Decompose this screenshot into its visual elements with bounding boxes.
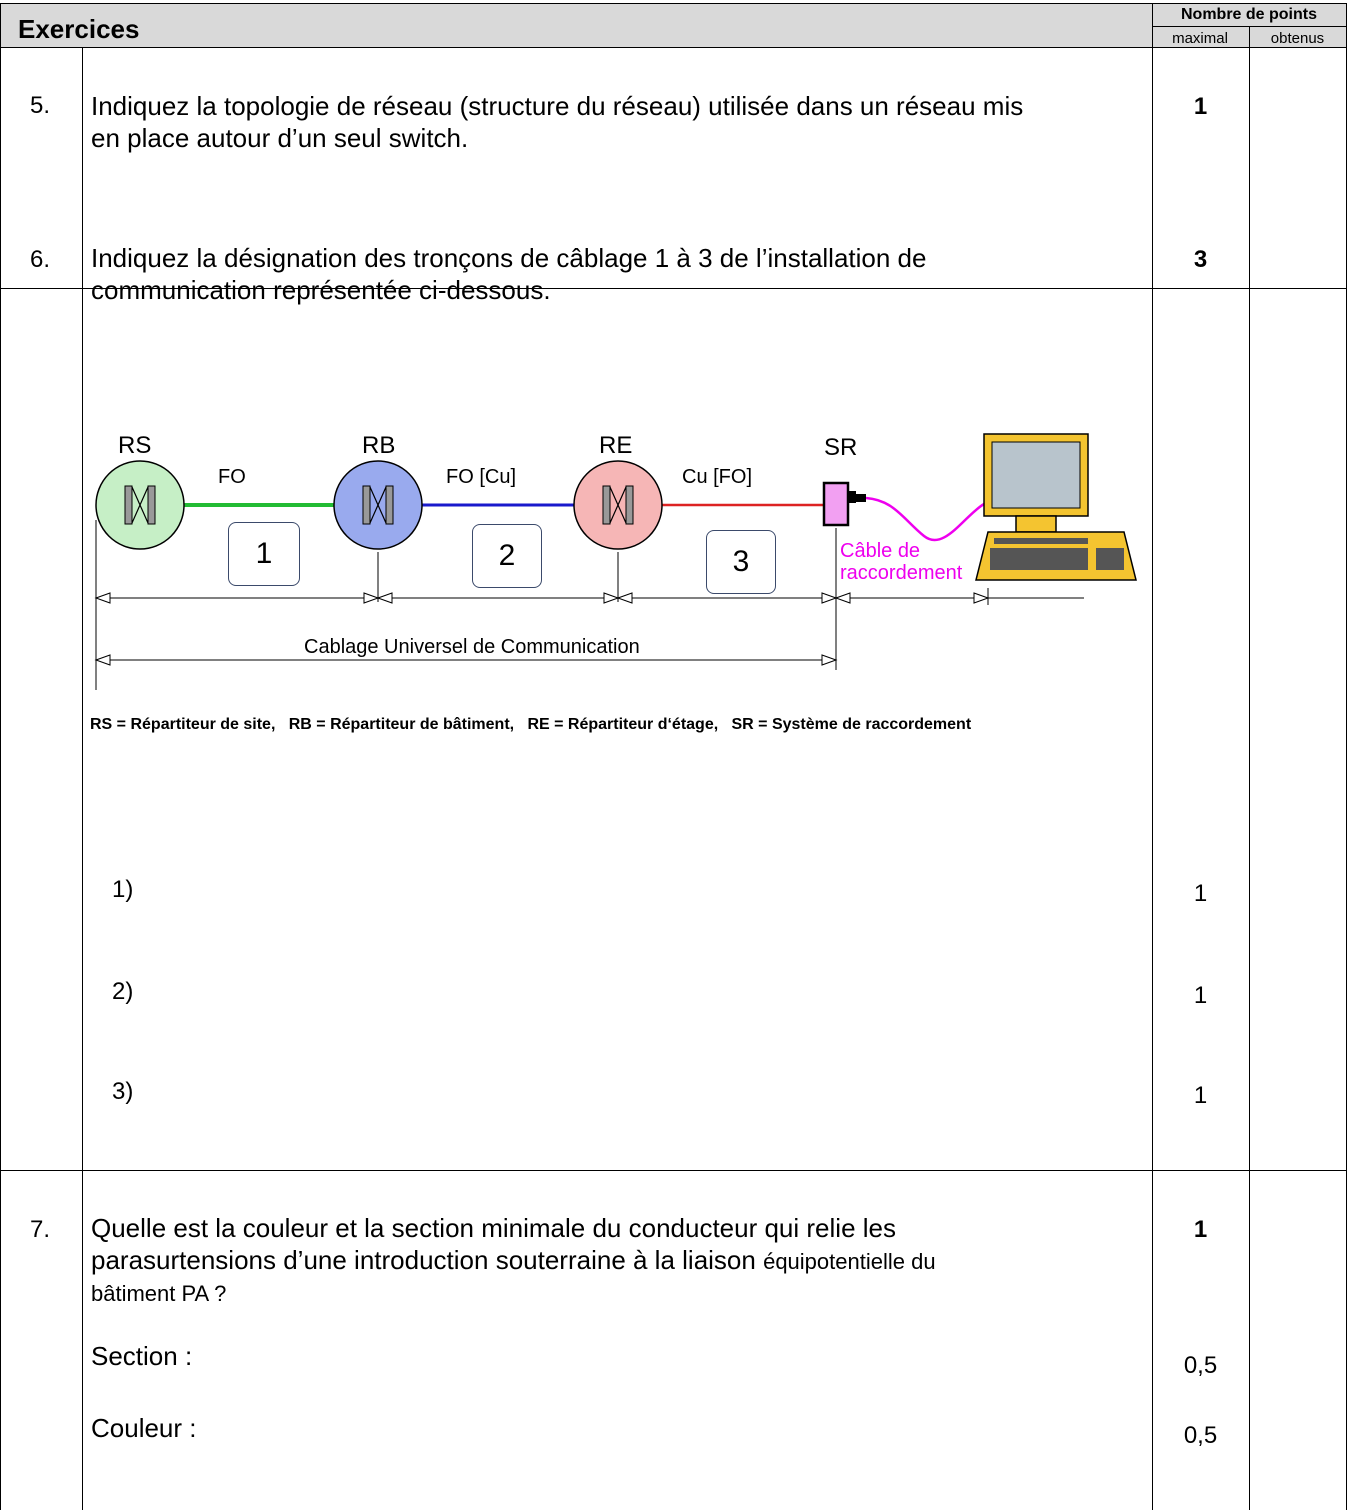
cabling-diagram: RS RB RE SR FO FO [Cu] Cu [FO] Câble de … (84, 420, 1150, 710)
node-label-re: RE (599, 432, 633, 459)
segment-box-1: 1 (228, 522, 300, 586)
dimension-lines (94, 520, 1084, 690)
node-label-sr: SR (824, 434, 858, 461)
question-7-line2a: parasurtensions d’une introduction soute… (91, 1245, 764, 1275)
patch-cable-label: Câble de raccordement (840, 540, 962, 584)
distributor-re-icon (573, 460, 663, 550)
table-border-right (1346, 3, 1347, 1510)
cabling-diagram-svg (94, 433, 1137, 690)
question-5-text: Indiquez la topologie de réseau (structu… (91, 90, 1151, 154)
answer-label-2: 2) (112, 978, 134, 1005)
question-7-line2: parasurtensions d’une introduction soute… (91, 1244, 1151, 1278)
points-max-column-line (1152, 3, 1153, 1510)
question-5-line2: en place autour d’un seul switch. (91, 123, 469, 153)
node-label-rs: RS (118, 432, 152, 459)
table-border-left (0, 3, 1, 1510)
node-label-rb: RB (362, 432, 396, 459)
question-number-5: 5. (30, 92, 51, 119)
patch-cable-line (865, 496, 985, 542)
points-max-header: maximal (1172, 30, 1228, 47)
patch-cable-label-line2: raccordement (840, 562, 963, 584)
color-points: 0,5 (1183, 1422, 1218, 1449)
header-band (0, 3, 1346, 47)
link-label-fo: FO (218, 466, 246, 488)
table-border-top (0, 3, 1346, 4)
patch-cable-label-line1: Câble de (840, 540, 921, 562)
answer-points-1: 1 (1193, 880, 1208, 907)
distributor-rs-icon (95, 460, 185, 550)
question-5-line1: Indiquez la topologie de réseau (structu… (91, 91, 1024, 121)
number-column-line (82, 47, 83, 1510)
distributor-rb-icon (333, 460, 423, 550)
question-6-line2: communication représentée ci-dessous. (91, 275, 551, 305)
section-points: 0,5 (1183, 1352, 1218, 1379)
question-number-7: 7. (30, 1216, 51, 1243)
question-7-line2b: équipotentielle du (763, 1249, 936, 1274)
span-label: Cablage Universel de Communication (304, 636, 640, 658)
link-label-cu-fo: Cu [FO] (682, 466, 753, 488)
computer-icon (975, 433, 1137, 581)
question-6-line1: Indiquez la désignation des tronçons de … (91, 243, 927, 273)
question-number-6: 6. (30, 246, 51, 273)
diagram-legend: RS = Répartiteur de site, RB = Répartite… (90, 716, 972, 733)
answer-label-3: 3) (112, 1078, 134, 1105)
answer-label-1: 1) (112, 876, 134, 903)
question-7-line3: bâtiment PA ? (91, 1281, 227, 1306)
outlet-sr-icon (822, 481, 866, 527)
points-obtained-column-line (1249, 26, 1250, 1510)
page-title: Exercices (18, 14, 140, 44)
answer-points-3: 1 (1193, 1082, 1208, 1109)
section-label: Section : (91, 1341, 193, 1371)
row-divider-5-6 (0, 288, 1346, 289)
header-bottom-line (0, 47, 1346, 48)
question-5-points: 1 (1193, 93, 1208, 120)
link-label-fo-cu: FO [Cu] (446, 466, 517, 488)
question-7-points: 1 (1193, 1216, 1208, 1243)
segment-box-3: 3 (706, 530, 776, 594)
color-label: Couleur : (91, 1413, 197, 1443)
points-header: Nombre de points (1180, 6, 1317, 23)
answer-points-2: 1 (1193, 982, 1208, 1009)
points-obtained-header: obtenus (1270, 30, 1325, 47)
question-6-points: 3 (1193, 246, 1208, 273)
row-divider-6-7 (0, 1170, 1346, 1171)
question-6-text: Indiquez la désignation des tronçons de … (91, 242, 1151, 306)
question-7-line1: Quelle est la couleur et la section mini… (91, 1213, 896, 1243)
segment-box-2: 2 (472, 524, 542, 588)
question-7-text: Quelle est la couleur et la section mini… (91, 1212, 1151, 1310)
